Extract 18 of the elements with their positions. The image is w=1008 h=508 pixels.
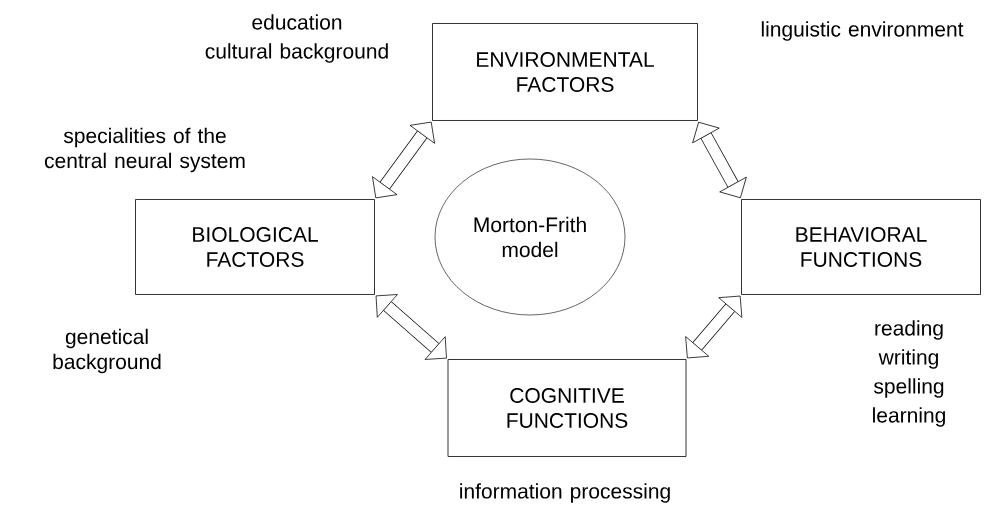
- double-arrow: [372, 121, 435, 199]
- factor-box: COGNITIVE FUNCTIONS: [447, 359, 687, 457]
- factor-box: ENVIRONMENTAL FACTORS: [432, 23, 698, 121]
- factor-box: BIOLOGICAL FACTORS: [135, 199, 375, 295]
- side-note: linguistic environment: [761, 21, 964, 41]
- side-note: reading: [875, 320, 943, 340]
- side-note: education: [252, 14, 342, 30]
- side-note: cultural background: [205, 43, 388, 63]
- side-note: information processing: [460, 483, 670, 503]
- side-note: spelling: [874, 378, 944, 398]
- side-note: learning: [873, 407, 945, 427]
- factor-box: BEHAVIORAL FUNCTIONS: [741, 199, 981, 295]
- double-arrow: [375, 294, 447, 360]
- double-arrow: [685, 295, 743, 359]
- side-note: specialities of the central neural system: [44, 127, 245, 173]
- side-note: genetical background: [53, 328, 161, 374]
- double-arrow: [692, 121, 747, 199]
- side-note: writing: [878, 349, 938, 369]
